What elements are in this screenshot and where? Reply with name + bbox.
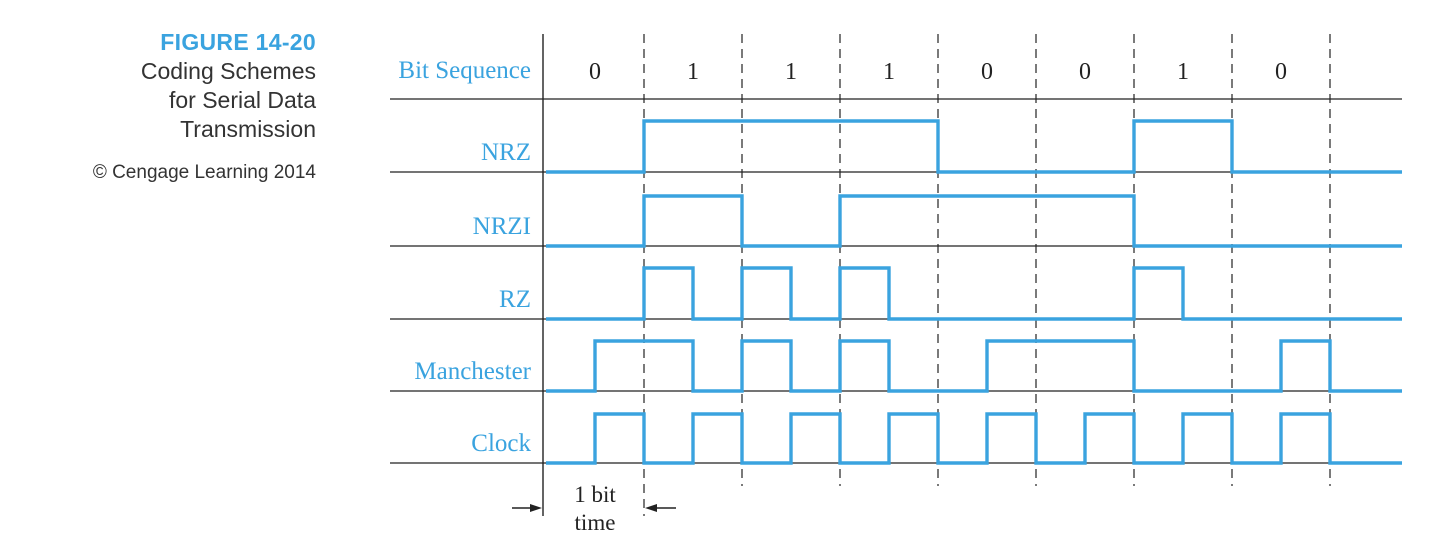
signal-label-rz: RZ bbox=[499, 286, 531, 313]
bit-value: 1 bbox=[1177, 59, 1189, 85]
bit-time-arrowhead-left bbox=[530, 504, 542, 512]
waveforms bbox=[546, 119, 1402, 465]
signal-label-nrzi: NRZI bbox=[473, 213, 531, 240]
bit-value: 0 bbox=[981, 59, 993, 85]
bit-time-arrowhead-right bbox=[645, 504, 657, 512]
bit-time-label-line-2: time bbox=[575, 510, 616, 535]
figure-title-line-2: for Serial Data bbox=[168, 87, 316, 113]
bit-value: 1 bbox=[785, 59, 797, 85]
grid-lines bbox=[390, 34, 1402, 516]
figure-title-line-3: Transmission bbox=[180, 116, 316, 142]
figure-caption: FIGURE 14-20 Coding Schemes for Serial D… bbox=[0, 28, 316, 185]
signal-label-nrz: NRZ bbox=[481, 139, 531, 166]
bit-value: 1 bbox=[883, 59, 895, 85]
waveform-clock bbox=[546, 412, 1402, 465]
bit-value: 0 bbox=[1275, 59, 1287, 85]
signal-label-clock: Clock bbox=[471, 430, 531, 457]
figure-number: FIGURE 14-20 bbox=[160, 29, 316, 55]
bit-sequence-label: Bit Sequence bbox=[398, 57, 531, 84]
bit-time-annotation: 1 bit time bbox=[512, 482, 676, 535]
waveform-manchester bbox=[546, 339, 1402, 393]
waveform-nrz bbox=[546, 119, 1402, 174]
copyright-notice: © Cengage Learning 2014 bbox=[92, 162, 316, 183]
waveform-rz bbox=[546, 266, 1402, 321]
bit-value: 1 bbox=[687, 59, 699, 85]
figure-title-line-1: Coding Schemes bbox=[140, 58, 316, 84]
bit-time-label-line-1: 1 bit bbox=[574, 482, 616, 507]
figure-title: Coding Schemes for Serial Data Transmiss… bbox=[0, 57, 316, 144]
signal-label-manchester: Manchester bbox=[414, 358, 531, 385]
waveform-nrzi bbox=[546, 194, 1402, 248]
bit-value: 0 bbox=[589, 59, 601, 85]
bit-sequence-values: 0 1 1 1 0 0 1 0 bbox=[589, 59, 1287, 85]
bit-value: 0 bbox=[1079, 59, 1091, 85]
